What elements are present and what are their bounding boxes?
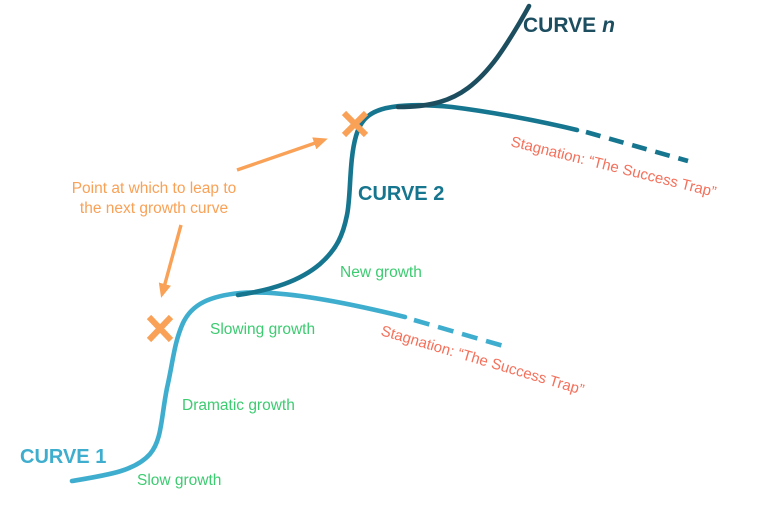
- curve2-line: [235, 102, 580, 298]
- curve-n-label: CURVE n: [523, 14, 615, 37]
- leap-annotation-line1: Point at which to leap to: [72, 180, 237, 197]
- curve2-stagnation-note: Stagnation: “The Success Trap”: [509, 133, 718, 201]
- curve1-line: [69, 290, 408, 484]
- leap-annotation: Point at which to leap to the next growt…: [72, 180, 237, 217]
- curve1-label: CURVE 1: [20, 446, 106, 468]
- arrow-to-lower-x: [158, 224, 183, 298]
- curve1-stagnation-dashed-line: [413, 317, 508, 350]
- curve-n-label-prefix: CURVE: [523, 14, 596, 37]
- leap-point-x-curve1: [146, 314, 174, 343]
- arrow-to-upper-x: [236, 137, 328, 172]
- slowing-growth-note: Slowing growth: [210, 321, 315, 338]
- curve-n-line: [395, 3, 532, 110]
- slow-growth-note: Slow growth: [137, 472, 221, 489]
- curve1-stagnation-note: Stagnation: “The Success Trap”: [379, 323, 586, 399]
- new-growth-note: New growth: [340, 264, 422, 281]
- curve-n-label-n: n: [602, 14, 615, 37]
- leap-annotation-line2: the next growth curve: [80, 200, 228, 217]
- dramatic-growth-note: Dramatic growth: [182, 397, 295, 414]
- curve2-label: CURVE 2: [358, 183, 444, 205]
- leap-point-x-curve2: [341, 110, 369, 138]
- curve2-stagnation-dashed-line: [585, 129, 689, 164]
